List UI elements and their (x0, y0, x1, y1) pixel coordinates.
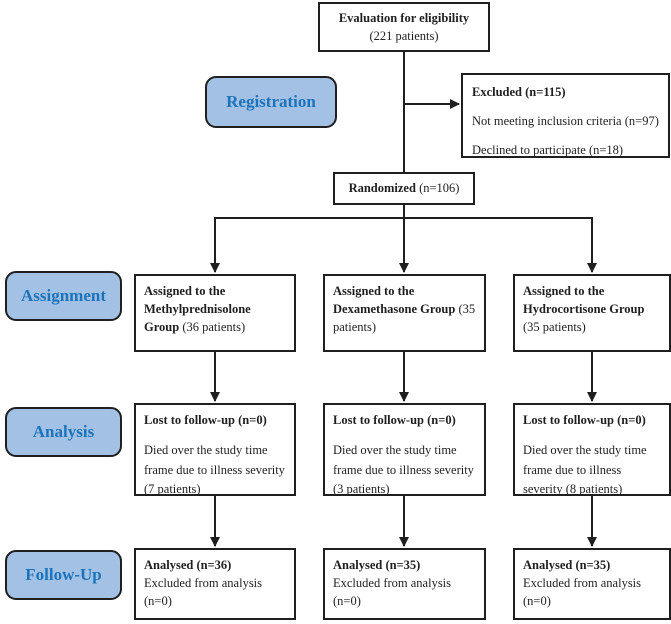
followup-box-dexamethasone: Analysed (n=35) Excluded from analysis (… (323, 548, 486, 620)
assigned-text: Assigned to the Hydrocortisone Group (35… (523, 284, 645, 335)
analysed-title: Analysed (n=35) (523, 558, 611, 572)
assignment-box-dexamethasone: Assigned to the Dexamethasone Group (35 … (323, 274, 486, 352)
stage-label-followup: Follow-Up (5, 550, 122, 600)
excluded-title: Excluded (n=115) (472, 85, 566, 99)
stage-label-analysis: Analysis (5, 407, 122, 457)
lost-detail: Died over the study time frame due to il… (523, 443, 647, 496)
followup-label: Follow-Up (25, 565, 102, 584)
analysed-title: Analysed (n=36) (144, 558, 232, 572)
stage-label-registration: Registration (205, 76, 337, 128)
analysed-detail: Excluded from analysis (523, 576, 642, 591)
analysed-title: Analysed (n=35) (333, 558, 421, 572)
stage-label-assignment: Assignment (5, 271, 122, 321)
analysed-detail: (n=0) (333, 594, 361, 609)
randomized-box: Randomized (n=106) (333, 172, 475, 205)
assignment-label: Assignment (20, 286, 106, 305)
analysis-box-hydrocortisone: Lost to follow-up (n=0) Died over the st… (513, 403, 671, 496)
assigned-text: Assigned to the Dexamethasone Group (35 … (333, 284, 476, 335)
assignment-box-hydrocortisone: Assigned to the Hydrocortisone Group (35… (513, 274, 671, 352)
lost-title: Lost to follow-up (n=0) (333, 413, 456, 427)
eligibility-text: Evaluation for eligibility (221 patients… (338, 10, 470, 43)
assignment-box-methylprednisolone: Assigned to the Methylprednisolone Group… (134, 274, 296, 352)
lost-detail: Died over the study time frame due to il… (333, 443, 474, 496)
followup-box-methylprednisolone: Analysed (n=36) Excluded from analysis (… (134, 548, 296, 620)
eligibility-box: Evaluation for eligibility (221 patients… (318, 2, 490, 52)
lost-detail: Died over the study time frame due to il… (144, 443, 285, 496)
excluded-reason: Not meeting inclusion criteria (n=97) (472, 114, 659, 129)
lost-title: Lost to follow-up (n=0) (144, 413, 267, 427)
followup-box-hydrocortisone: Analysed (n=35) Excluded from analysis (… (513, 548, 671, 620)
analysed-detail: (n=0) (523, 594, 551, 609)
lost-title: Lost to follow-up (n=0) (523, 413, 646, 427)
excluded-box: Excluded (n=115) Not meeting inclusion c… (461, 73, 670, 158)
randomized-text: Randomized (n=106) (348, 181, 460, 196)
assigned-text: Assigned to the Methylprednisolone Group… (144, 284, 251, 335)
registration-label: Registration (226, 92, 316, 111)
analysis-box-dexamethasone: Lost to follow-up (n=0) Died over the st… (323, 403, 486, 496)
analysis-label: Analysis (32, 422, 95, 441)
analysed-detail: Excluded from analysis (n=0) (144, 576, 263, 609)
analysed-detail: Excluded from analysis (333, 576, 452, 591)
excluded-reason: Declined to participate (n=18) (472, 143, 624, 158)
analysis-box-methylprednisolone: Lost to follow-up (n=0) Died over the st… (134, 403, 296, 496)
